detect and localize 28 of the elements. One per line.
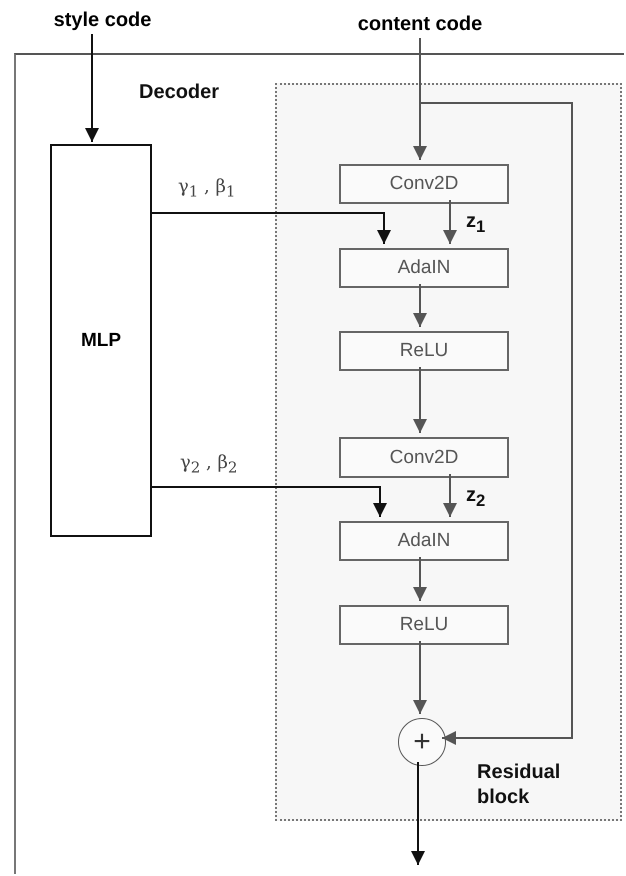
layer-box: AdaIN <box>339 248 509 288</box>
decoder-container <box>14 53 624 874</box>
input-label: style code <box>30 6 175 34</box>
arrow <box>411 762 425 865</box>
mlp-block: MLP <box>50 144 152 537</box>
edge-label: z$_{1}$ <box>466 210 486 237</box>
arrow <box>413 557 427 601</box>
edge-label: γ$_{2}$ , β$_{2}$ <box>180 452 238 477</box>
arrow <box>443 200 457 244</box>
sum-node: + <box>398 718 446 766</box>
arrow <box>150 212 391 244</box>
arrow <box>413 641 427 714</box>
arrow <box>413 367 427 433</box>
arrow <box>150 486 387 517</box>
arrow <box>85 34 99 142</box>
layer-box: Conv2D <box>339 164 509 204</box>
arrow <box>413 284 427 327</box>
layer-box: ReLU <box>339 605 509 645</box>
layer-box: ReLU <box>339 331 509 371</box>
arrow <box>443 474 457 517</box>
block-title: Decoder <box>139 81 220 104</box>
layer-box: Conv2D <box>339 437 509 478</box>
layer-box: AdaIN <box>339 521 509 561</box>
input-label: content code <box>330 10 510 38</box>
residual-block-container <box>275 83 622 821</box>
edge-label: γ$_{1}$ , β$_{1}$ <box>178 176 236 201</box>
block-title: Residual block <box>477 760 562 810</box>
edge-label: z$_{2}$ <box>466 484 486 511</box>
